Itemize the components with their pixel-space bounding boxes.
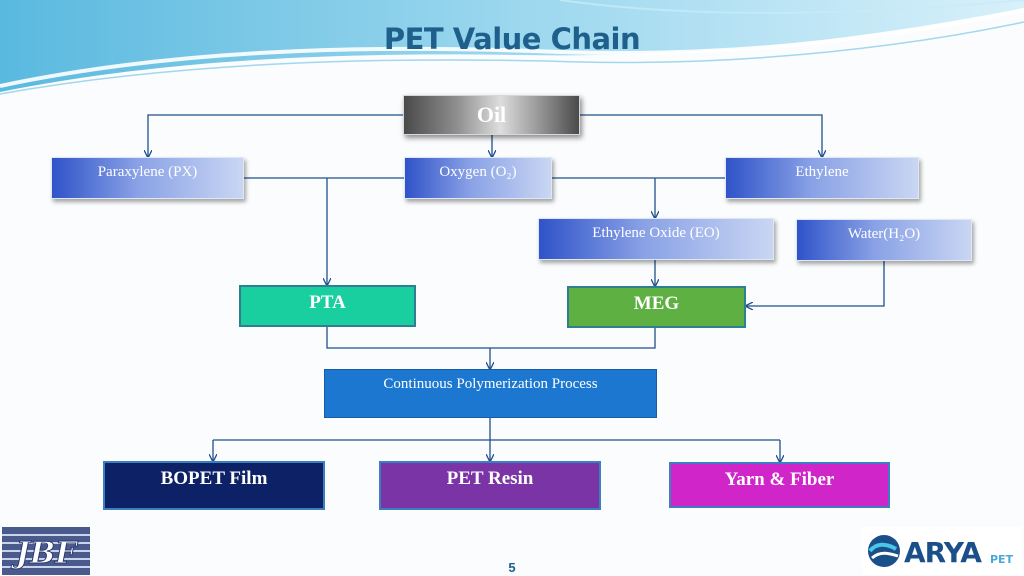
node-ethylene: Ethylene: [725, 157, 919, 199]
node-yarn-fiber-label: Yarn & Fiber: [724, 469, 835, 490]
node-bopet-film: BOPET Film: [103, 461, 325, 510]
node-meg: MEG: [567, 286, 746, 328]
header-wave-decoration: [0, 0, 1024, 95]
connector-oil-to-px: [148, 114, 403, 157]
page-number: 5: [508, 560, 516, 575]
node-pta-label: PTA: [309, 292, 346, 313]
node-oil-label: Oil: [476, 102, 507, 127]
node-paraxylene-label: Paraxylene (PX): [97, 164, 198, 180]
node-paraxylene: Paraxylene (PX): [51, 157, 244, 199]
node-ethylene-label: Ethylene: [795, 164, 849, 180]
node-polymerization: Continuous Polymerization Process: [324, 369, 657, 418]
node-bopet-film-label: BOPET Film: [160, 468, 268, 489]
arya-wave-icon: [868, 535, 900, 567]
node-water: Water(H₂O): [796, 219, 972, 261]
arya-logo-text: ARYA: [904, 536, 982, 569]
node-meg-label: MEG: [633, 293, 680, 314]
node-polymerization-label: Continuous Polymerization Process: [383, 376, 598, 392]
node-pet-resin-label: PET Resin: [446, 468, 534, 489]
slide-title: PET Value Chain: [383, 22, 641, 56]
node-pet-resin: PET Resin: [379, 461, 601, 510]
node-yarn-fiber: Yarn & Fiber: [669, 462, 890, 508]
node-ethylene-oxide-label: Ethylene Oxide (EO): [592, 225, 720, 241]
node-oxygen: Oxygen (O₂): [404, 157, 552, 199]
node-oxygen-label: Oxygen (O₂): [439, 164, 517, 180]
node-ethylene-oxide: Ethylene Oxide (EO): [538, 218, 774, 260]
arya-pet-logo: ARYA PET: [862, 527, 1022, 575]
node-oil: Oil: [403, 95, 580, 135]
connector-oil-to-ethylene: [580, 114, 822, 157]
jbf-logo-text: JBF: [11, 536, 80, 571]
connector-pta-meg-merge: [326, 327, 656, 349]
arya-logo-subtext: PET: [990, 553, 1014, 566]
jbf-logo: JBF: [2, 527, 90, 575]
node-water-label: Water(H₂O): [847, 226, 921, 242]
connector-water-to-meg: [746, 261, 885, 306]
node-pta: PTA: [239, 285, 416, 327]
